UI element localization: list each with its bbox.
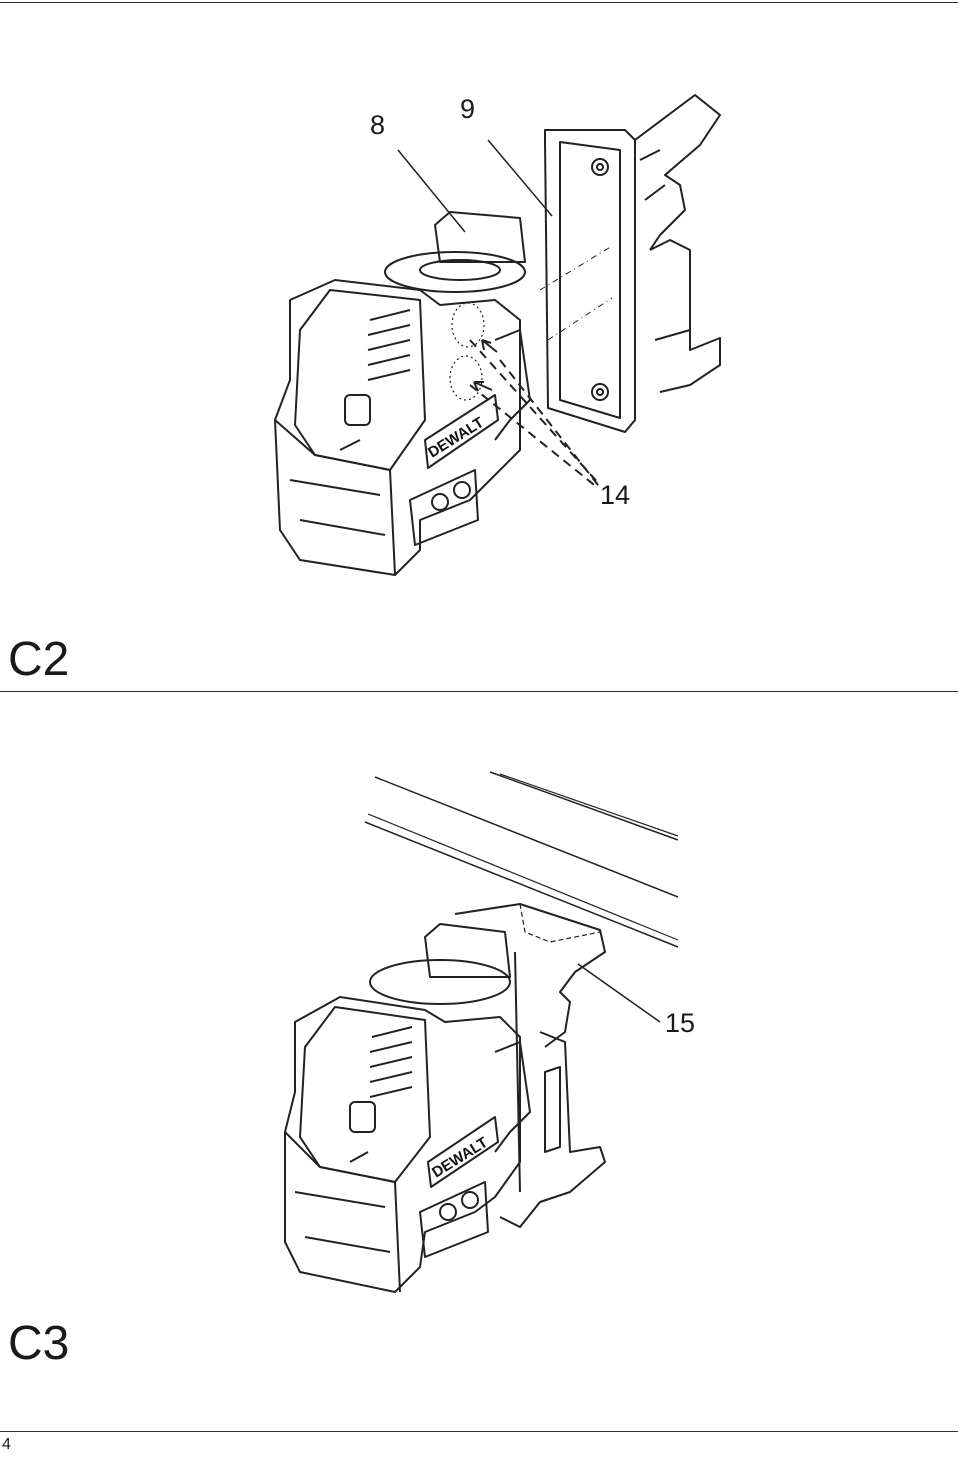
laser-level-mounting-illustration: DEWALT	[274, 94, 721, 576]
callout-8: 8	[370, 110, 386, 140]
figure-divider	[0, 691, 958, 692]
figure-c2: DEWALT 8 9 14 C2	[0, 0, 960, 690]
callout-9: 9	[460, 94, 476, 124]
figure-c3: DEWALT 15 C3	[0, 692, 960, 1416]
page-number: 4	[2, 1436, 11, 1453]
bottom-rule	[0, 1431, 958, 1432]
laser-level-ceiling-track-illustration: DEWALT	[284, 771, 679, 1293]
figure-label-c3: C3	[8, 1317, 70, 1370]
callout-14: 14	[600, 480, 631, 510]
figure-label-c2: C2	[8, 633, 70, 686]
top-rule	[0, 2, 958, 3]
callout-15: 15	[665, 1008, 696, 1038]
